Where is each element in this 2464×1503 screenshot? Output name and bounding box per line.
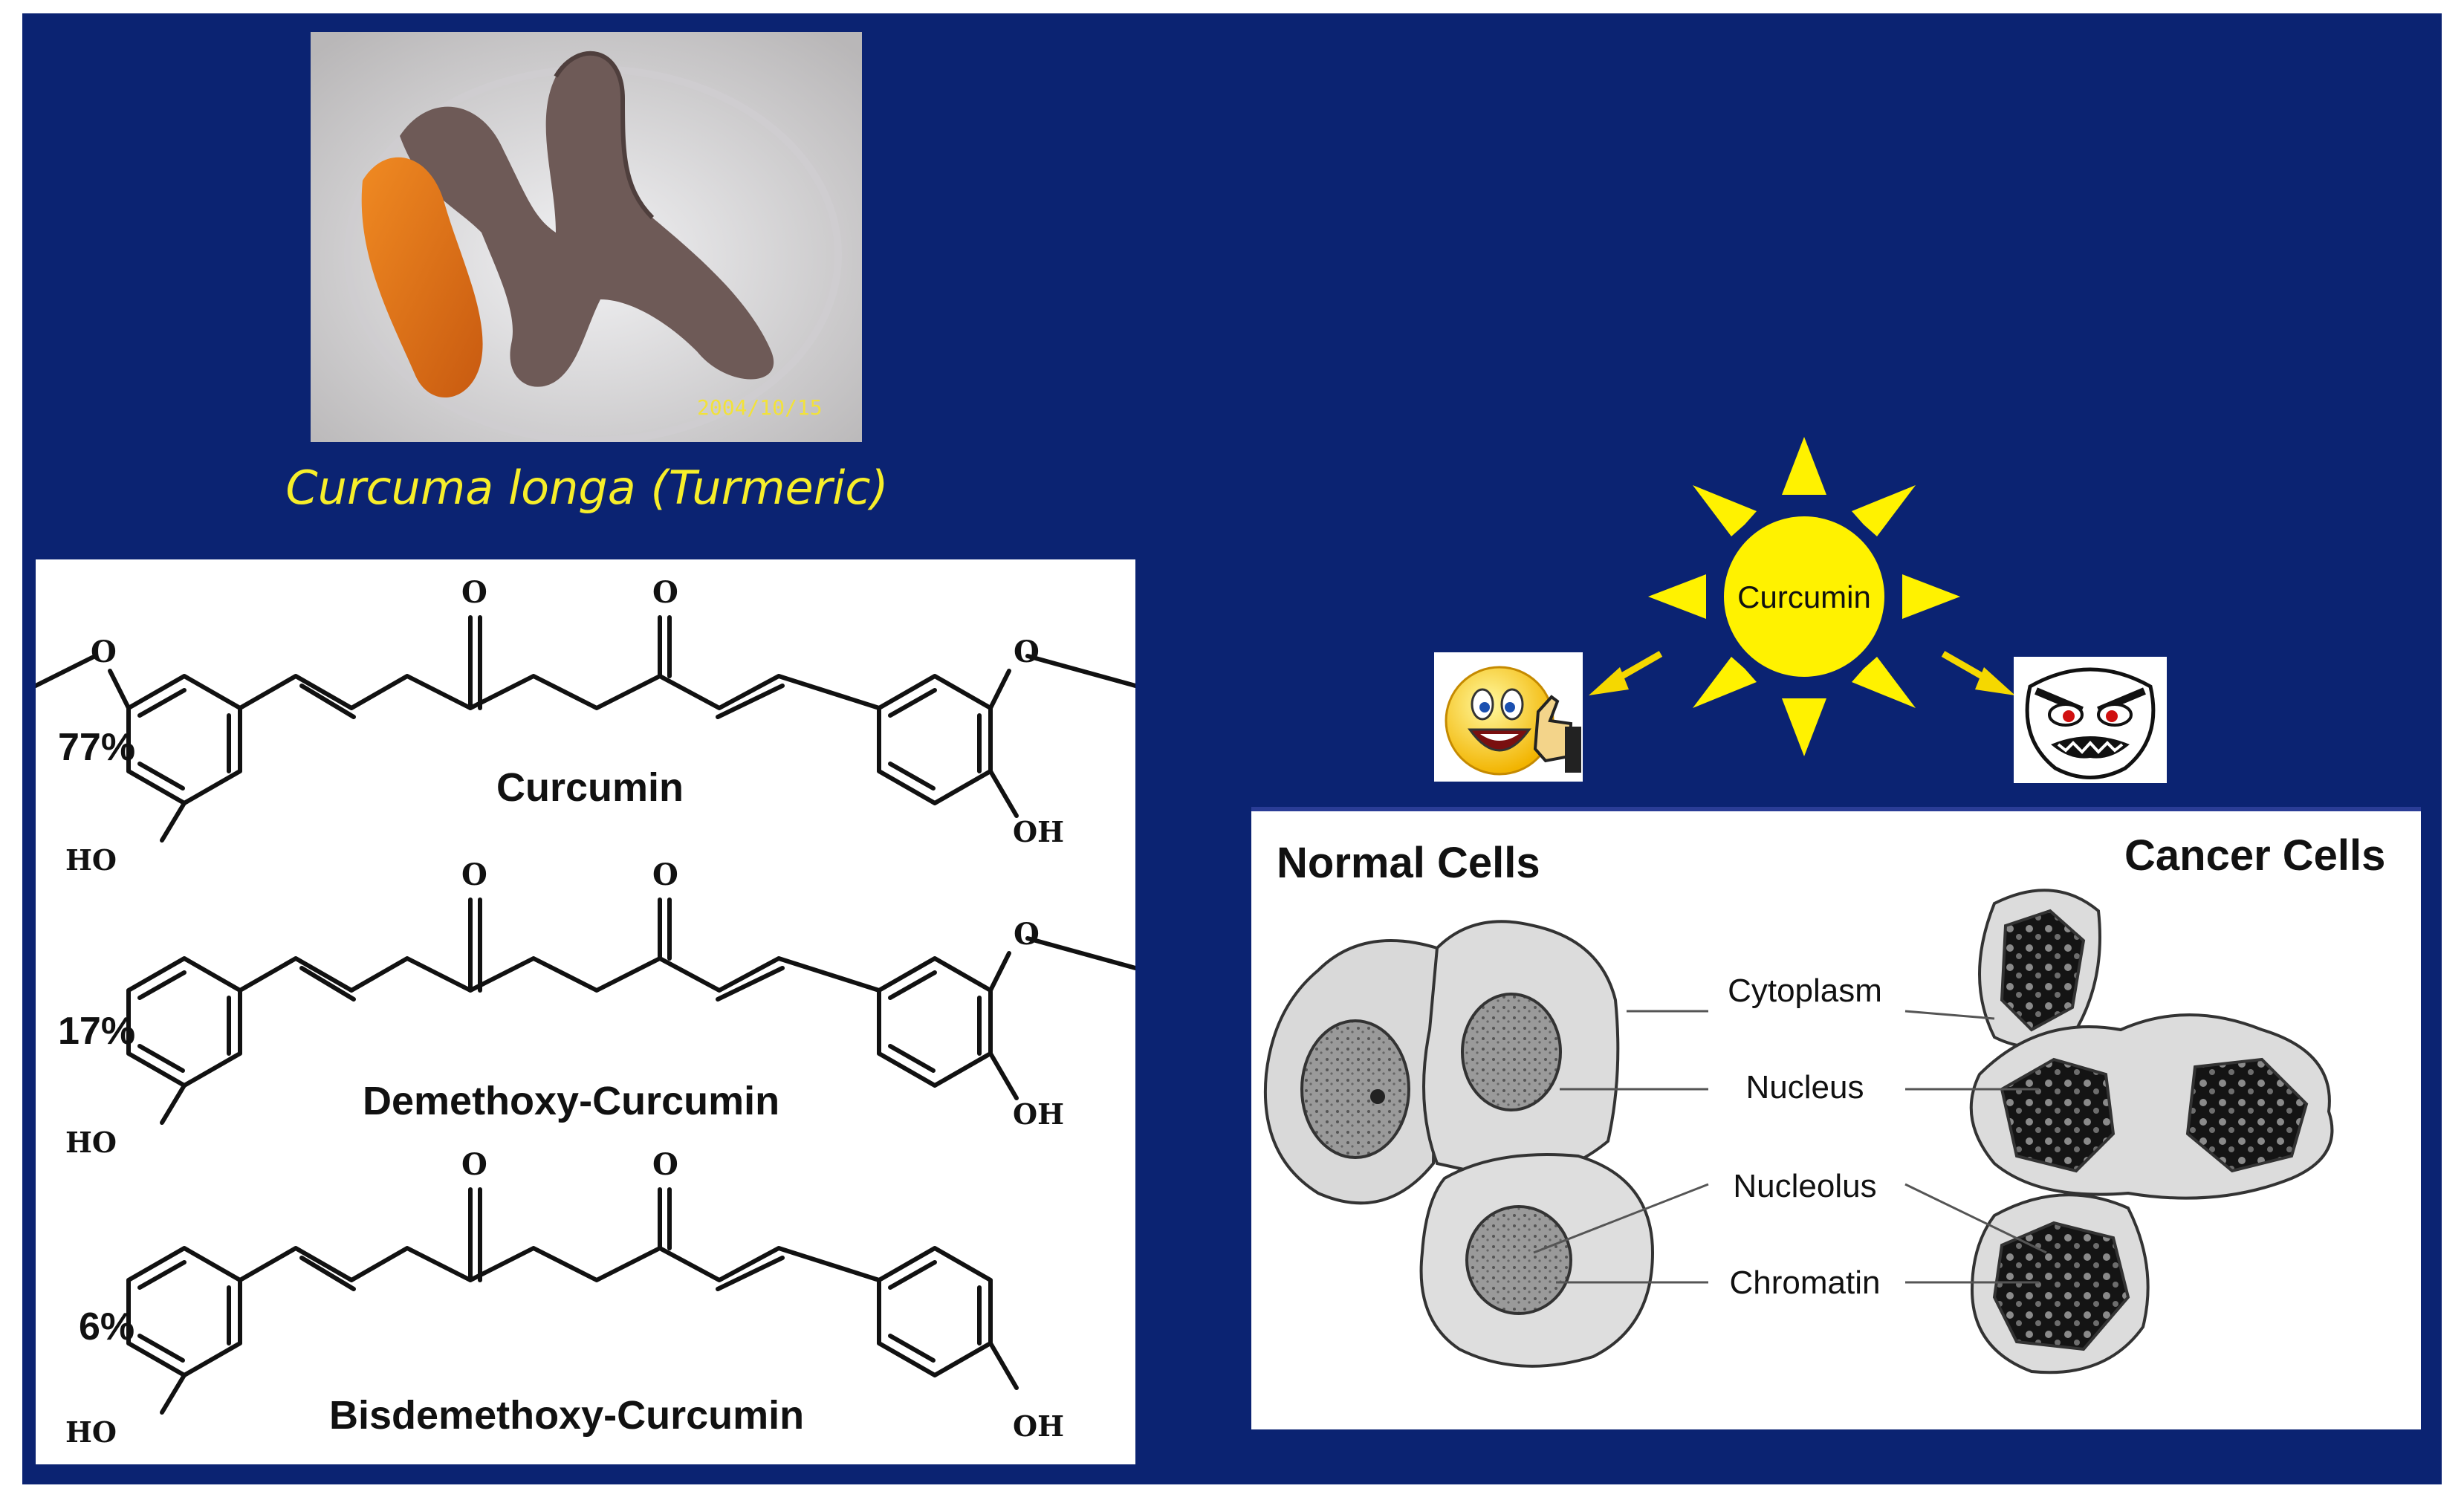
hydroxyl-label: OH	[1013, 1409, 1064, 1443]
angry-face-icon	[2014, 657, 2167, 783]
methoxy-oxygen-label: O	[91, 634, 117, 669]
hydroxyl-label: OH	[1013, 1097, 1064, 1131]
oxo-oxygen-label: O	[461, 1147, 487, 1182]
methoxy-oxygen-label: O	[1014, 634, 1040, 669]
normal-cells-illustration	[1263, 920, 1655, 1368]
bisdemethoxy-curcumin-structure	[126, 1187, 1019, 1415]
hydroxyl-label: HO	[65, 843, 117, 877]
sun-icon	[1648, 437, 1960, 756]
bisdemethoxy-curcumin-name: Bisdemethoxy-Curcumin	[329, 1393, 804, 1438]
turmeric-photo: 2004/10/15	[311, 32, 862, 442]
cancer-cells-title: Cancer Cells	[2124, 831, 2385, 880]
hydroxyl-label: HO	[65, 1126, 117, 1159]
demethoxy-curcumin-name: Demethoxy-Curcumin	[363, 1079, 779, 1123]
label-chromatin: Chromatin	[1730, 1265, 1881, 1301]
arrow-left-icon	[1589, 651, 1663, 695]
oxo-oxygen-label: O	[461, 575, 487, 610]
hydroxyl-label: OH	[1013, 815, 1064, 848]
oxo-oxygen-label: O	[461, 857, 487, 892]
methoxy-oxygen-label: O	[1014, 917, 1040, 952]
curcumin-name: Curcumin	[496, 765, 684, 810]
happy-thumbs-up-icon	[1434, 652, 1583, 782]
demethoxy-curcumin-structure	[126, 897, 1135, 1125]
label-nucleus: Nucleus	[1746, 1069, 1864, 1106]
photo-date-stamp: 2004/10/15	[697, 395, 823, 420]
demethoxy-percent: 17%	[58, 1010, 135, 1053]
cells-drawing: Normal Cells Cancer Cells	[1251, 807, 2421, 1374]
curcumin-percent: 77%	[58, 726, 135, 769]
bisdemethoxy-percent: 6%	[79, 1305, 134, 1348]
turmeric-photo-drawing: 2004/10/15	[311, 32, 862, 442]
sun-label: Curcumin	[1737, 580, 1871, 614]
label-nucleolus: Nucleolus	[1733, 1168, 1876, 1204]
photo-caption: Curcuma longa (Turmeric)	[285, 461, 889, 515]
cancer-cells-illustration	[1969, 889, 2334, 1374]
curcumin-structure	[36, 615, 1135, 843]
normal-cells-title: Normal Cells	[1277, 839, 1540, 887]
structures-drawing: O O O O 77% HO OH Curcumin O O O 17% HO …	[36, 575, 1135, 1449]
oxo-oxygen-label: O	[652, 857, 678, 892]
slide-background: 2004/10/15 Curcuma longa (Turmeric)	[22, 13, 2442, 1484]
oxo-oxygen-label: O	[652, 575, 678, 610]
hydroxyl-label: HO	[65, 1415, 117, 1449]
arrow-right-icon	[1941, 651, 2015, 695]
chemical-structures-panel: O O O O 77% HO OH Curcumin O O O 17% HO …	[36, 559, 1135, 1464]
oxo-oxygen-label: O	[652, 1147, 678, 1182]
label-cytoplasm: Cytoplasm	[1728, 973, 1882, 1009]
cells-comparison-panel: Normal Cells Cancer Cells	[1251, 807, 2421, 1429]
